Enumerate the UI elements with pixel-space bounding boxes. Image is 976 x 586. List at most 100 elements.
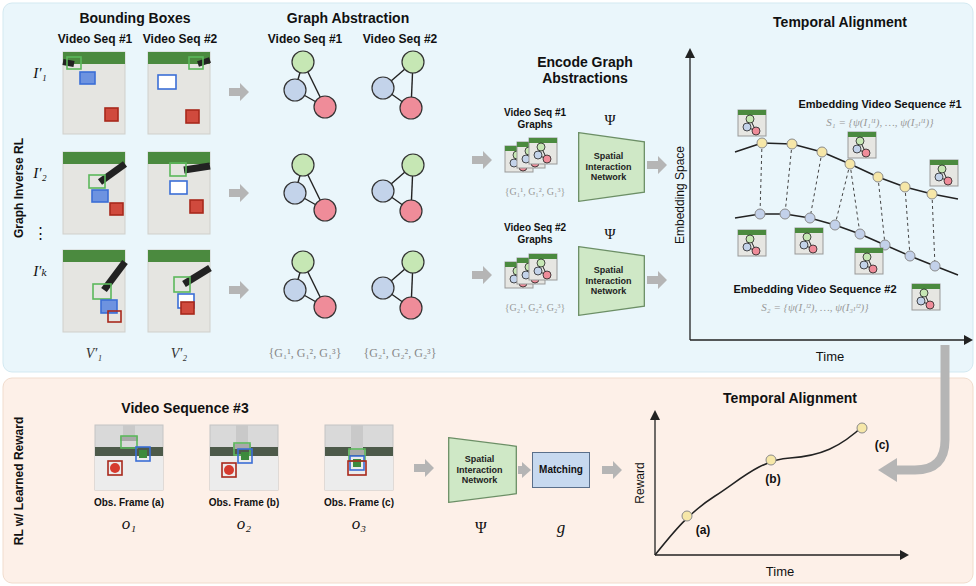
drawn-path [198,60,210,64]
matching-box: Matching [532,452,590,488]
drawn-rect [158,75,176,89]
network-trapezoid: Spatial Interaction Network [448,437,517,503]
text-label: {G₁¹, G₁², G₁³} [505,186,566,198]
bottom-panel-ground [3,378,973,583]
text-label: Video Seq #2 [363,33,437,47]
drawn-use [63,52,125,134]
drawn-use [372,154,424,222]
drawn-rect [105,108,118,121]
network-name: Spatial Interaction Network [583,265,634,296]
drawn-path [184,268,210,284]
text-label: {G₁¹, G₁², G₁³} [269,347,342,361]
drawn-rect [350,456,364,470]
drawn-rect [222,463,236,477]
flow-arrows [229,83,945,482]
text-label: I′ₖ [33,263,47,280]
text-label: Bounding Boxes [79,10,190,26]
reward-chart [650,410,909,560]
section-title: Graph Inverse RL [12,137,26,237]
drawn-rect [67,57,81,69]
trapezoid-outline [579,247,645,316]
drawn-polygon [685,48,695,58]
text-label: (a) [696,524,711,538]
drawn-line [760,143,762,214]
drawn-use [848,132,876,158]
network-trapezoid: Spatial Interaction Network [578,246,645,316]
drawn-use [229,281,249,299]
drawn-g [682,423,867,521]
text-label: Video Seq #1 Graphs [499,107,571,130]
text-label: o₂ [237,514,251,534]
drawn-circle [682,511,692,521]
text-label: Obs. Frame (b) [209,497,280,509]
drawn-line [689,56,690,340]
text-label: Ψ [604,112,615,129]
drawn-use [529,254,557,280]
trapezoid-outline [449,438,517,503]
text-label: Embedding Video Sequence #2 [733,283,896,296]
drawn-rect [236,425,248,445]
text-label: ⋮ [33,225,48,242]
drawn-rect [121,436,137,448]
box-label: Matching [539,464,583,476]
drawn-use [414,459,434,477]
drawn-use [372,51,424,119]
network-name: Spatial Interaction Network [453,454,506,485]
connector [518,462,531,478]
drawn-rect [170,163,186,176]
drawn-path [184,166,210,170]
drawn-rect [92,190,108,202]
drawn-use [372,251,424,319]
drawn-rect [181,302,194,314]
drawn-circle [755,209,765,219]
text-label: Ψ [604,226,615,243]
text-label: Video Sequence #3 [121,400,248,416]
section-panel: Graph Inverse RL Spatial Interaction Netw… [3,3,973,372]
drawn-polyline [735,143,958,199]
drawn-circle [927,189,937,199]
drawn-rect [80,72,95,84]
drawn-path [63,62,74,64]
drawn-use [210,425,278,490]
drawn-path [896,345,945,470]
text-label: Ψ [475,519,487,537]
network-trapezoid: Spatial Interaction Network [578,132,645,202]
text-label: Embedding Space [674,146,688,244]
drawn-circle [905,251,915,261]
drawn-polygon [650,410,660,420]
drawn-use [63,250,125,332]
text-label: Embedding Video Sequence #1 [798,98,961,111]
text-label: Obs. Frame (c) [324,497,394,509]
drawn-rect [348,450,366,455]
drawn-line [654,418,655,555]
text-label: (b) [765,473,780,487]
section-title: RL w/ Learned Reward [12,416,26,544]
trapezoid-outline [579,133,645,202]
drawn-use [325,425,393,490]
drawn-line [655,554,902,555]
arrowhead [522,462,531,478]
top-panel-ground [3,3,973,372]
drawn-use [855,248,883,274]
drawn-use [738,230,766,256]
drawn-use [795,228,823,254]
drawn-rect [186,110,199,123]
drawn-circle [857,423,867,433]
text-label: Temporal Alignment [723,390,857,406]
drawn-g [760,143,935,266]
text-label: S₂ = {ψ(I₁ˡ²), …, ψ(I₃ₗˡ²)} [761,301,868,314]
text-label: I′₂ [33,165,47,182]
network-name: Spatial Interaction Network [583,151,634,182]
drawn-use [284,51,336,118]
text-label: Temporal Alignment [773,14,907,30]
drawn-circle [817,147,827,157]
drawn-line [690,339,966,340]
drawn-use [95,425,163,490]
drawn-rect [108,461,122,475]
drawn-rect [108,311,121,322]
text-label: Time [816,350,844,365]
text-label: o₃ [352,514,366,534]
drawn-line [905,187,910,256]
drawn-use [472,151,492,169]
drawn-use [647,156,667,174]
